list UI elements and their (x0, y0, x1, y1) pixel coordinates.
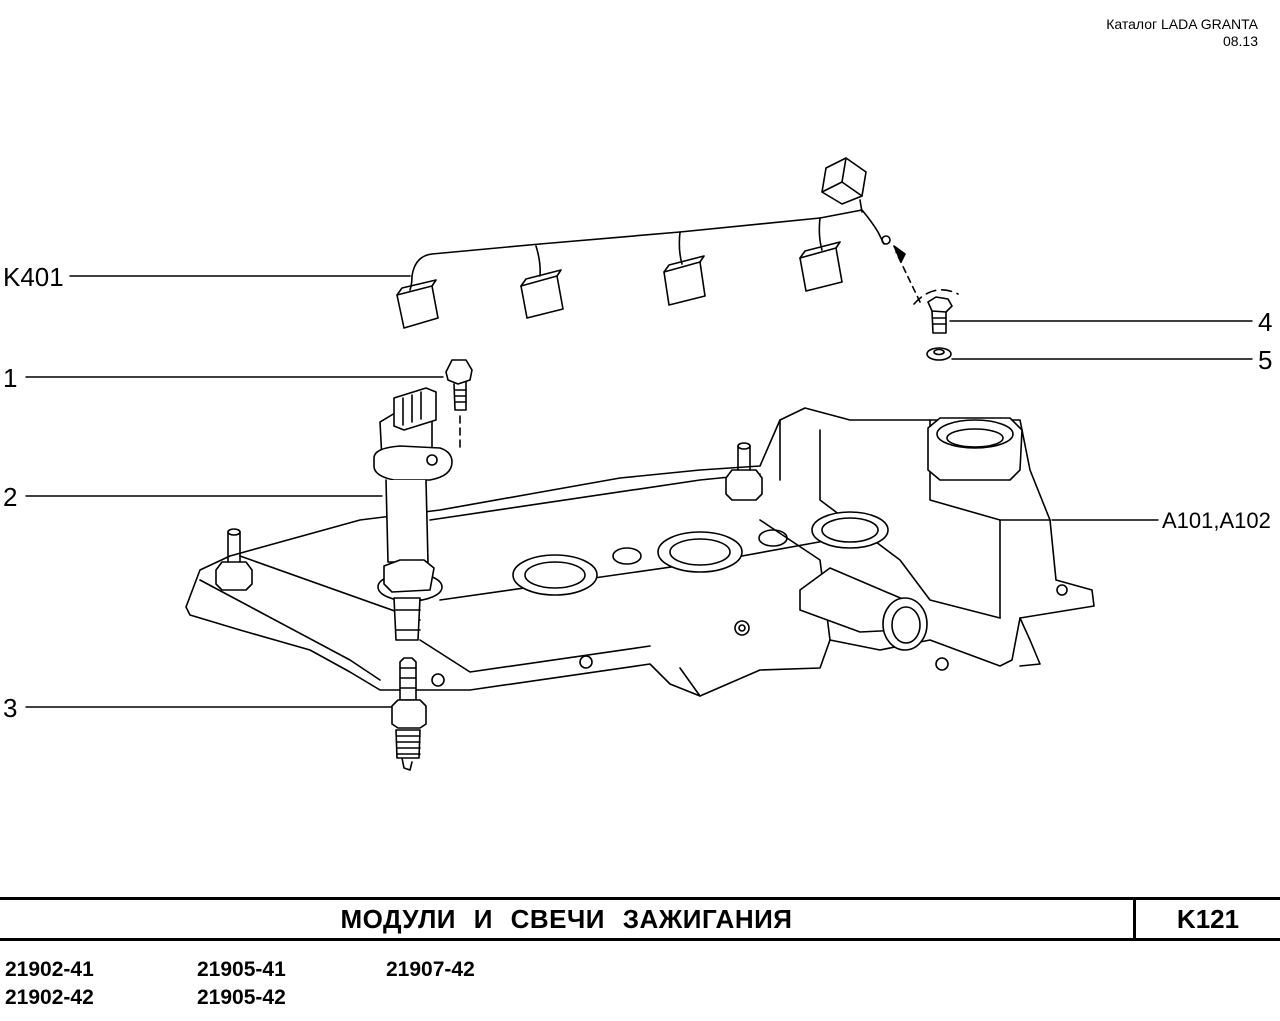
bolt-4 (927, 296, 953, 334)
main-connector (821, 157, 867, 205)
model-code: 21902-41 (5, 958, 94, 981)
footer-bottom-rule (0, 938, 1280, 941)
callout-4: 4 (1258, 307, 1273, 337)
wiring-harness (396, 157, 959, 329)
bolt-1 (445, 359, 473, 451)
callout-1: 1 (3, 363, 18, 393)
callout-3: 3 (3, 693, 18, 723)
model-code: 21905-42 (197, 986, 286, 1009)
page-title: МОДУЛИ И СВЕЧИ ЗАЖИГАНИЯ (340, 904, 793, 934)
spark-plug (391, 657, 427, 771)
washer-5 (926, 347, 952, 361)
oil-filler-neck (927, 417, 1023, 481)
callout-5: 5 (1258, 345, 1273, 375)
catalog-title: Каталог LADA GRANTA (1106, 16, 1258, 32)
footer-separator (1133, 897, 1136, 941)
parts-diagram (25, 157, 1253, 771)
ignition-coil (373, 387, 453, 641)
callout-a101-a102: A101,A102 (1162, 508, 1271, 533)
arrow-icon (893, 245, 906, 263)
leader-lines (25, 275, 1253, 708)
cover-studs (215, 442, 763, 591)
breather-pipe (799, 567, 928, 651)
coil-connector-1 (396, 279, 439, 329)
model-code: 21907-42 (386, 958, 475, 981)
cover-bolt-holes (431, 584, 1068, 687)
model-code: 21905-41 (197, 958, 286, 981)
catalog-date: 08.13 (1222, 33, 1258, 49)
callout-k401: K401 (3, 262, 64, 292)
coil-connector-3 (663, 255, 706, 306)
footer-top-rule (0, 897, 1280, 900)
coil-connector-4 (799, 241, 843, 292)
coil-connector-2 (520, 269, 564, 319)
model-code: 21902-42 (5, 986, 94, 1009)
callout-2: 2 (3, 482, 18, 512)
page-code: K121 (1176, 904, 1240, 934)
spark-plug-wells (377, 511, 889, 602)
